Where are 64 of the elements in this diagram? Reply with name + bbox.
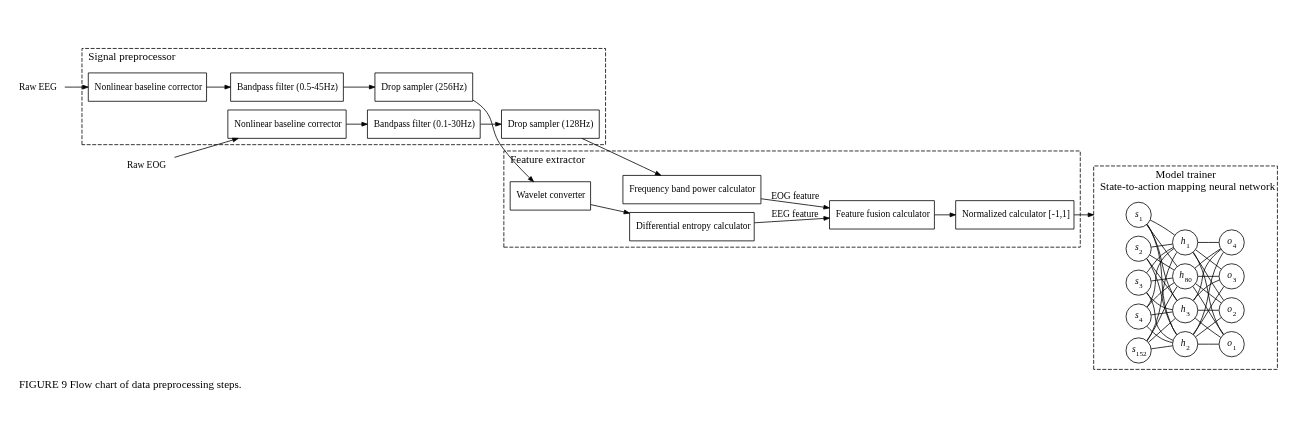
arrow: [754, 216, 830, 224]
arrow: [934, 212, 956, 218]
node-box: Wavelet converter: [509, 181, 591, 211]
edge-label: EOG feature: [771, 190, 820, 201]
connector: [1193, 252, 1224, 336]
caption: FIGURE 9 Flow chart of data preprocessing steps.: [18, 377, 242, 390]
connector: [1150, 243, 1173, 248]
node-circle: o$_{4}$: [1218, 229, 1245, 256]
connector: [1197, 343, 1220, 345]
connector: [1148, 318, 1176, 343]
arrow: [590, 204, 630, 215]
node-circle: s$_{2}$: [1125, 235, 1152, 262]
connector: [1146, 248, 1175, 308]
connector: [1146, 282, 1175, 308]
arrow: [345, 121, 368, 127]
connector: [1146, 292, 1174, 341]
node-circle: h$_{1}$: [1172, 229, 1199, 256]
arrow: [64, 84, 89, 90]
connector: [1149, 254, 1175, 271]
node-text: Raw EEG: [18, 81, 57, 92]
connector: [1146, 286, 1178, 341]
arrow: [472, 99, 535, 183]
node-circle: s$_{4}$: [1125, 303, 1152, 330]
node-circle: h$_{80}$: [1172, 263, 1199, 290]
node-circle: o$_{2}$: [1218, 297, 1245, 324]
arrow: [760, 198, 830, 210]
connector: [1149, 219, 1176, 236]
node-box: Drop sampler (128Hz): [501, 109, 600, 139]
arrow: [343, 84, 376, 90]
node-box: Feature fusion calculator: [829, 200, 935, 230]
connector: [1150, 311, 1173, 316]
connector: [1197, 242, 1220, 243]
connector: [1146, 223, 1178, 336]
node-box: Differential entropy calculator: [629, 212, 755, 242]
arrow: [174, 137, 239, 158]
node-box: Drop sampler (256Hz): [374, 72, 474, 102]
node-circle: s$_{3}$: [1125, 269, 1152, 296]
node-box: Normalized calculator [-1,1]: [955, 200, 1075, 230]
connector: [1197, 275, 1220, 277]
node-circle: o$_{1}$: [1218, 331, 1245, 358]
connector: [1146, 224, 1177, 301]
node-text: Raw EOG: [126, 159, 167, 170]
node-circle: h$_{3}$: [1172, 297, 1199, 324]
connector: [1146, 292, 1173, 311]
arrow: [1073, 212, 1095, 218]
arrow: [206, 84, 231, 90]
node-box: Frequency band power calculator: [622, 175, 762, 205]
node-box: Nonlinear baseline corrector: [87, 72, 207, 102]
arrow: [480, 121, 502, 127]
node-box: Nonlinear baseline corrector: [227, 109, 347, 139]
connector: [1146, 325, 1173, 343]
node-box: Bandpass filter (0.5-45Hz): [230, 72, 344, 102]
node-box: Bandpass filter (0.1-30Hz): [367, 109, 481, 139]
node-circle: s$_{1}$: [1125, 201, 1152, 228]
connector: [1197, 309, 1220, 311]
connector: [1150, 345, 1173, 350]
connector: [1150, 277, 1173, 282]
node-circle: h$_{2}$: [1172, 331, 1199, 358]
edge-label: EEG feature: [771, 208, 819, 219]
connector: [1146, 258, 1178, 301]
connector: [1146, 224, 1178, 267]
node-circle: o$_{3}$: [1218, 263, 1245, 290]
node-circle: s$_{152}$: [1125, 337, 1152, 364]
connector: [1146, 247, 1174, 274]
